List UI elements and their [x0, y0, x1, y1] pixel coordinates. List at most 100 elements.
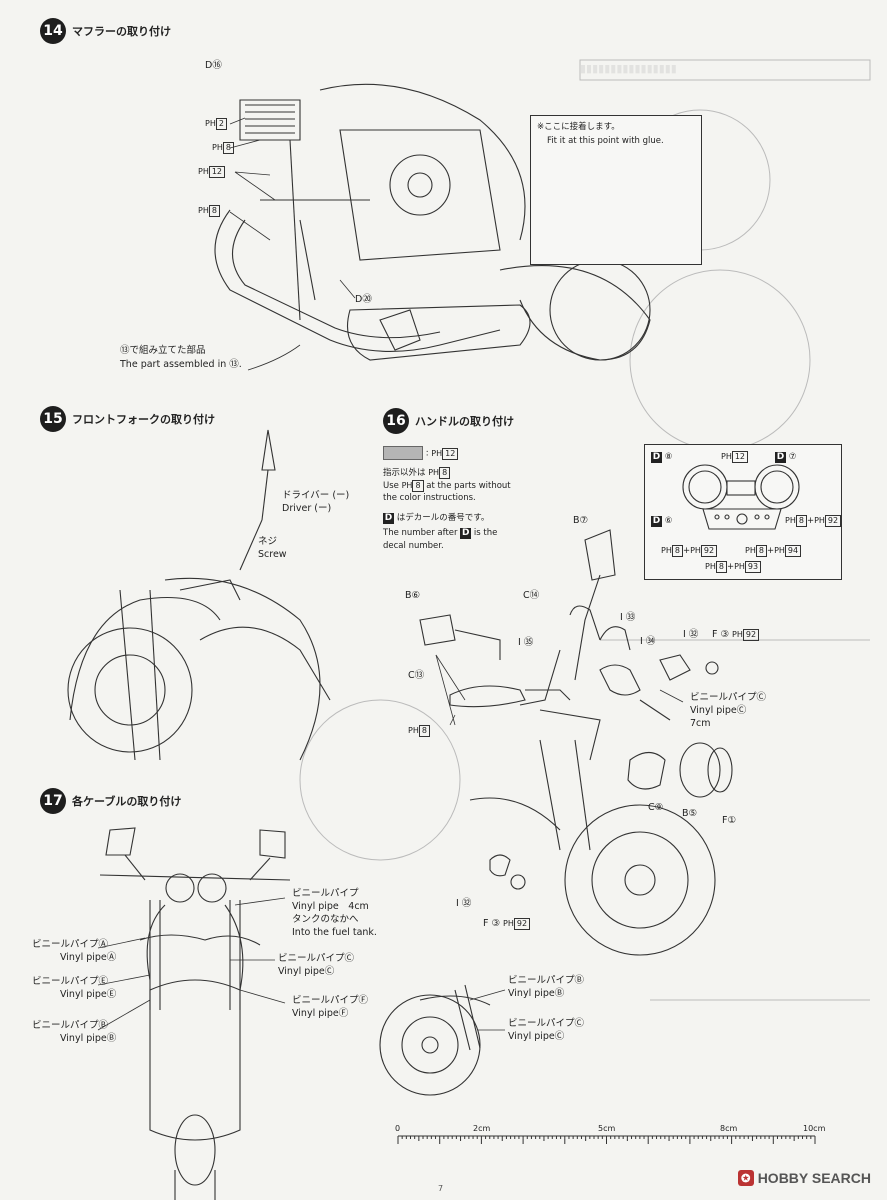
meter-drawing — [682, 464, 800, 530]
screw-label-jp: ネジ — [258, 536, 278, 547]
ph-prefix: PH — [205, 119, 216, 128]
ph-prefix: PH — [734, 562, 745, 571]
decal-marker: D — [383, 513, 394, 524]
step-number: 17 — [40, 788, 66, 814]
paint-number: 8 — [795, 515, 807, 527]
paint-number: 92 — [700, 545, 718, 557]
pipe-f-en: Vinyl pipeⒻ — [292, 1008, 349, 1019]
paint-number: 8 — [715, 561, 727, 573]
step-title: マフラーの取り付け — [72, 25, 171, 38]
decal-number: ⑧ — [664, 452, 673, 462]
pipe-a-en: Vinyl pipeⒶ — [60, 952, 117, 963]
ph-prefix: PH — [814, 516, 825, 525]
paint-number: 8 — [222, 142, 234, 154]
pipe-e-jp: ビニールパイプⒺ — [32, 976, 109, 987]
part-label-i33: I ㉝ — [620, 612, 636, 623]
ruler-label-0: 0 — [395, 1124, 401, 1133]
ph-prefix: PH — [431, 448, 443, 458]
decal-number: ⑥ — [664, 516, 673, 526]
part-label-b7: B⑦ — [573, 515, 589, 526]
decal-note-en-2: decal number. — [383, 541, 444, 551]
part-label-d20: D⑳ — [355, 294, 372, 305]
wheel-pipe-c-jp: ビニールパイプⒸ — [508, 1018, 585, 1029]
decal-note-jp: D はデカールの番号です。 — [383, 512, 489, 524]
assembled-note-en: The part assembled in ⑬. — [120, 359, 242, 370]
step-number: 15 — [40, 406, 66, 432]
tank-jp: タンクのなかへ — [292, 914, 359, 925]
section-16-heading: 16 ハンドルの取り付け — [383, 408, 514, 434]
pipe-c-jp: ビニールパイプⒸ — [278, 953, 355, 964]
pipe-label-en: Vinyl pipeⒸ — [690, 705, 747, 716]
screw-label-en: Screw — [258, 549, 287, 560]
part-label-i32b: I ㉜ — [456, 898, 472, 909]
pipe-e-en: Vinyl pipeⒺ — [60, 989, 117, 1000]
paint-number: 8 — [208, 205, 220, 217]
wheel-pipe-b-jp: ビニールパイプⒷ — [508, 975, 585, 986]
part-label-i34: I ㉞ — [640, 636, 656, 647]
ph-prefix: PH — [785, 516, 796, 525]
decal-marker: D — [460, 528, 472, 539]
ph-prefix: PH — [212, 143, 223, 152]
part-label-c14: C⑭ — [523, 590, 540, 601]
part-number: F ③ — [483, 918, 501, 929]
ph-prefix: PH — [690, 546, 701, 555]
ph-prefix: PH — [774, 546, 785, 555]
tank-en: Into the fuel tank. — [292, 927, 377, 938]
ph-prefix: PH — [661, 546, 672, 555]
section-15-heading: 15 フロントフォークの取り付け — [40, 406, 215, 432]
ph-prefix: PH — [503, 919, 514, 928]
paint-number: 94 — [784, 545, 802, 557]
decal-note-text: はデカールの番号です。 — [396, 513, 490, 523]
meter-decal-d7: D ⑦ — [775, 451, 796, 463]
glue-inset: ※ここに接着します。 Fit it at this point with glu… — [530, 115, 702, 265]
ph-prefix: PH — [428, 468, 440, 477]
paint-number: 2 — [215, 118, 227, 130]
decal-marker: D — [775, 452, 786, 463]
step-title: フロントフォークの取り付け — [72, 413, 215, 426]
assembled-note-jp: ⑬で組み立てた部品 — [120, 345, 206, 356]
paint-number: 12 — [442, 447, 459, 460]
gray-swatch — [383, 446, 423, 460]
pipe-label-jp: ビニールパイプⒸ — [690, 692, 767, 703]
decal-note-text: The number after — [383, 528, 458, 538]
pipe-a-jp: ビニールパイプⒶ — [32, 939, 109, 950]
decal-number: ⑦ — [788, 452, 797, 462]
page-number: 7 — [438, 1184, 444, 1193]
paint-number: 8 — [439, 467, 451, 479]
decal-note-en: The number after D is the — [383, 527, 497, 539]
part-label-i35: I ㉟ — [518, 637, 534, 648]
watermark-text: HOBBY SEARCH — [757, 1170, 871, 1186]
paint-number: 12 — [731, 451, 749, 463]
step-number: 14 — [40, 18, 66, 44]
pipe-c-en: Vinyl pipeⒸ — [278, 966, 335, 977]
ph-prefix: PH — [721, 452, 732, 461]
ph-prefix: PH — [705, 562, 716, 571]
ph-prefix: PH — [198, 167, 209, 176]
step-title: ハンドルの取り付け — [415, 415, 514, 428]
paint-note-text: Use — [383, 481, 399, 491]
part-label-b5: B⑤ — [682, 808, 698, 819]
step-number: 16 — [383, 408, 409, 434]
part-label-b6: B⑥ — [405, 590, 421, 601]
section-14-heading: 14 マフラーの取り付け — [40, 18, 171, 44]
part-number: F ③ — [712, 629, 730, 640]
ph-prefix: PH — [401, 481, 413, 490]
ph-prefix: PH — [408, 726, 419, 735]
part-label-c13: C⑬ — [408, 670, 425, 681]
pipe-length: 7cm — [690, 718, 711, 729]
ruler-label-5: 5cm — [598, 1124, 616, 1133]
paint-number: 12 — [208, 166, 226, 178]
paint-note-text: 指示以外は — [383, 468, 426, 478]
pipe-top-jp: ビニールパイプ — [292, 888, 359, 899]
